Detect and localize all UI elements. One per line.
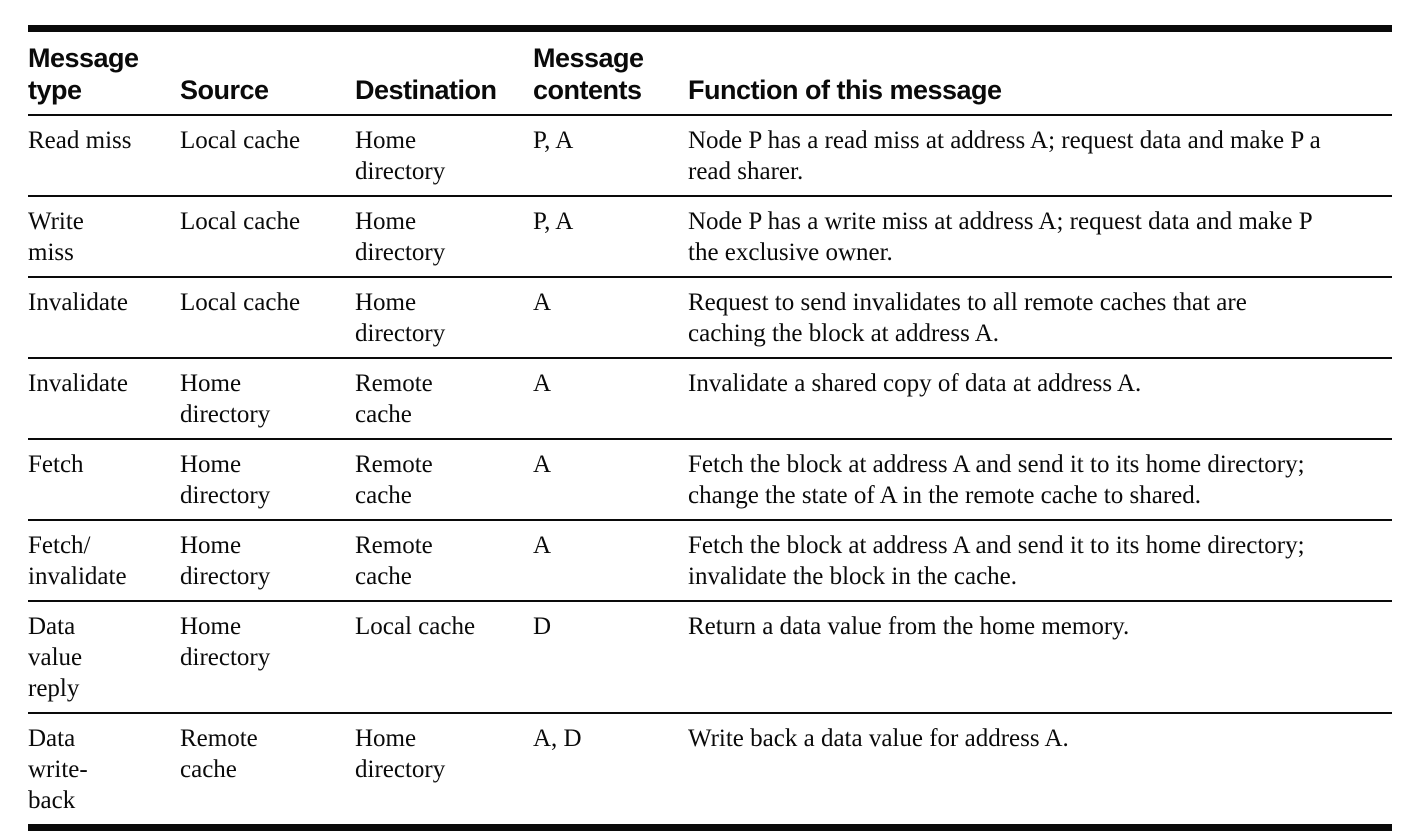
cell-message-contents: A [533,277,688,359]
cell-destination: Remote cache [355,520,533,602]
cell-source: Home directory [180,520,355,602]
header-row: Message type Source Destination Message … [28,28,1392,116]
cell-message-type: Write miss [28,196,180,278]
cell-message-type: Read miss [28,115,180,197]
cell-destination: Home directory [355,277,533,359]
cell-function: Invalidate a shared copy of data at addr… [688,358,1392,440]
cell-source: Local cache [180,277,355,359]
header-source: Source [180,28,355,116]
table-header: Message type Source Destination Message … [28,28,1392,116]
cell-message-type: Fetch [28,439,180,521]
cell-function: Node P has a read miss at address A; req… [688,115,1392,197]
cell-destination: Local cache [355,601,533,714]
header-function: Function of this message [688,28,1392,116]
cell-message-type: Fetch/ invalidate [28,520,180,602]
cell-message-contents: A [533,358,688,440]
table-row: Write miss Local cache Home directory P,… [28,196,1392,278]
table-row: Data write- back Remote cache Home direc… [28,713,1392,828]
table-body: Read miss Local cache Home directory P, … [28,115,1392,828]
table-row: Fetch/ invalidate Home directory Remote … [28,520,1392,602]
cell-message-contents: A [533,439,688,521]
cell-message-contents: A, D [533,725,582,752]
cell-message-contents: P, A [533,196,688,278]
cell-source: Local cache [180,115,355,197]
header-message-type: Message type [28,28,180,116]
cell-function: Request to send invalidates to all remot… [688,277,1392,359]
cell-function: Fetch the block at address A and send it… [688,520,1392,602]
cell-message-type: Invalidate [28,277,180,359]
cell-function: Return a data value from the home memory… [688,601,1392,714]
table-row: Invalidate Home directory Remote cache A… [28,358,1392,440]
cell-message-type: Data write- back [28,725,88,814]
cell-message-contents: D [533,601,688,714]
cell-destination: Home directory [355,115,533,197]
table-row: Invalidate Local cache Home directory A … [28,277,1392,359]
cell-destination: Remote cache [355,439,533,521]
cell-source: Home directory [180,601,355,714]
cell-message-type: Invalidate [28,358,180,440]
cell-function: Write back a data value for address A. [688,725,1069,752]
cell-destination: Remote cache [355,358,533,440]
message-table: Message type Source Destination Message … [28,25,1392,831]
cell-destination: Home directory [355,196,533,278]
header-message-contents: Message contents [533,28,688,116]
cell-source: Home directory [180,358,355,440]
table-row: Fetch Home directory Remote cache A Fetc… [28,439,1392,521]
cell-message-contents: A [533,520,688,602]
header-destination: Destination [355,28,533,116]
table-row: Data value reply Home directory Local ca… [28,601,1392,714]
cell-function: Fetch the block at address A and send it… [688,439,1392,521]
cell-message-contents: P, A [533,115,688,197]
cell-source: Home directory [180,439,355,521]
cell-message-type: Data value reply [28,601,180,714]
cell-source: Remote cache [180,725,258,783]
cell-source: Local cache [180,196,355,278]
cell-destination: Home directory [355,725,446,783]
table-row: Read miss Local cache Home directory P, … [28,115,1392,197]
cell-function: Node P has a write miss at address A; re… [688,196,1392,278]
